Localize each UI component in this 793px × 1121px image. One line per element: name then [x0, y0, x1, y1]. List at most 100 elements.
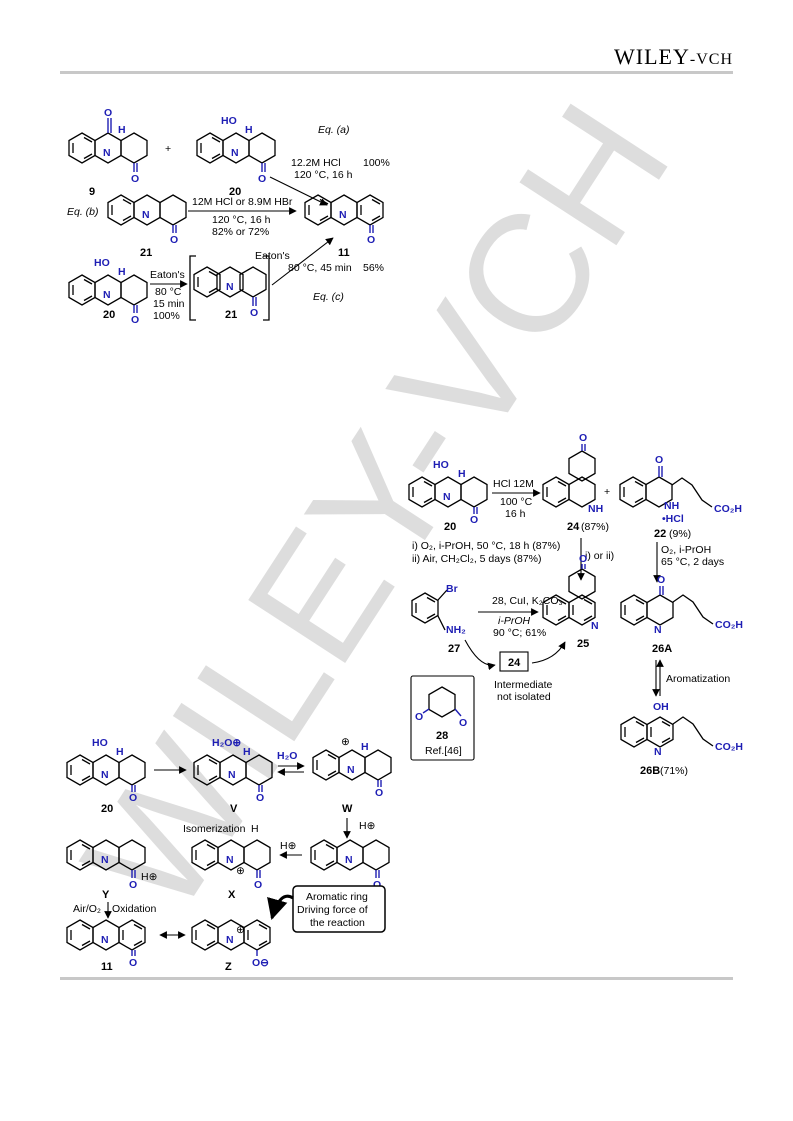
label-9: 9 [89, 186, 95, 198]
cu-cond-a: 28, CuI, K₂CO₃ [492, 595, 563, 607]
mech-label-Y: Y [102, 889, 110, 901]
scheme-mechanism: HO H N O 20 H₂O⊕ H N O V H₂O ⊕ [66, 736, 392, 973]
ox3a: O₂, i-PrOH [661, 544, 711, 556]
svg-text:O: O [470, 514, 478, 526]
svg-text:H: H [116, 746, 124, 758]
svg-text:N: N [443, 491, 451, 503]
publisher-main: WILEY [614, 44, 690, 69]
compound-26A-structure: O N CO₂H [620, 574, 743, 636]
label-28: 28 [436, 730, 448, 742]
mech-label-11: 11 [101, 961, 113, 973]
svg-text:H: H [361, 741, 369, 753]
svg-text:H: H [458, 468, 466, 480]
svg-text:H: H [243, 746, 251, 758]
atom-hcl: •HCl [662, 513, 684, 525]
svg-text:N: N [231, 147, 239, 159]
svg-text:H: H [118, 266, 126, 278]
cond-c2: 80 °C [155, 286, 182, 298]
mech-label-W: W [342, 803, 353, 815]
label-20-eqc: 20 [103, 309, 115, 321]
watermark-text: WILEY-VCH [48, 72, 706, 944]
compound-20-structure-eqc: HO H N O [68, 257, 148, 326]
cond1b: 100 °C [500, 496, 533, 508]
scheme-top: O N H O 9 + HO H N O 20 Eq. (a) 12.2M HC… [67, 107, 390, 326]
mech-11-structure: N O [66, 919, 146, 969]
svg-text:O: O [367, 234, 375, 246]
mech-label-20: 20 [101, 803, 113, 815]
cond-b2: 120 °C, 16 h [212, 214, 271, 226]
svg-text:HO: HO [94, 257, 110, 269]
h-plus-Y: H⊕ [141, 871, 158, 883]
mech-20-structure: HO H N O [66, 737, 146, 804]
mech-label-X: X [228, 889, 236, 901]
cu-cond-b: i-PrOH [498, 615, 530, 627]
label-21-eqc: 21 [225, 309, 237, 321]
cond1c: 16 h [505, 508, 526, 520]
svg-text:N: N [226, 854, 234, 866]
isomerization-label: Isomerization [183, 823, 246, 835]
mech-W-structure: ⊕ H N O [312, 736, 392, 799]
plus-right: + [604, 486, 610, 498]
svg-text:O: O [459, 717, 467, 729]
atom-nh2: NH₂ [446, 624, 466, 636]
label-22: 22 [654, 528, 666, 540]
compound-25-structure: O N [542, 553, 599, 632]
air-ox-label: Air/O₂ [73, 903, 101, 915]
svg-text:O: O [170, 234, 178, 246]
label-24-box: 24 [508, 657, 521, 669]
label-26B: 26B [640, 765, 660, 777]
label-25: 25 [577, 638, 589, 650]
ox-cond-1: i) O₂, i-PrOH, 50 °C, 18 h (87%) [412, 540, 560, 552]
svg-text:N: N [101, 769, 109, 781]
svg-text:N: N [226, 281, 234, 293]
mech-label-Z: Z [225, 961, 232, 973]
svg-text:O: O [250, 307, 258, 319]
label-11-top: 11 [338, 247, 350, 259]
cond-b1: 12M HCl or 8.9M HBr [192, 196, 293, 208]
svg-text:HO: HO [92, 737, 108, 749]
mech-label-V: V [230, 803, 238, 815]
svg-text:⊕: ⊕ [341, 736, 350, 748]
label-27: 27 [448, 643, 460, 655]
compound-21-structure-top: N O [107, 194, 187, 246]
svg-text:N: N [347, 764, 355, 776]
intermediate-2: not isolated [497, 691, 551, 703]
oxidation-label: Oxidation [112, 903, 157, 915]
svg-text:O: O [131, 173, 139, 185]
compound-11-structure-top: N O [304, 194, 384, 246]
svg-text:N: N [654, 746, 662, 758]
eq-a-label: Eq. (a) [318, 124, 350, 136]
label-26A: 26A [652, 643, 672, 655]
svg-text:⊕: ⊕ [236, 865, 245, 877]
publisher-logo: WILEY-VCH [614, 44, 733, 70]
svg-text:HO: HO [433, 459, 449, 471]
cu-cond-c: 90 °C; 61% [493, 627, 546, 639]
svg-text:O: O [258, 173, 266, 185]
plus-top: + [165, 143, 171, 155]
svg-text:O: O [129, 792, 137, 804]
svg-text:CO₂H: CO₂H [715, 741, 743, 753]
mech-Y-structure: N O [66, 839, 146, 891]
box-line-1: Aromatic ring [306, 891, 368, 903]
mech-Z-structure: N ⊕ O⊖ [191, 919, 271, 969]
intermediate-1: Intermediate [494, 679, 553, 691]
svg-text:N: N [339, 209, 347, 221]
svg-text:O: O [579, 553, 587, 565]
svg-text:N: N [226, 934, 234, 946]
cond-c3: 15 min [153, 298, 185, 310]
atom-oh: OH [653, 701, 669, 713]
svg-text:N: N [142, 209, 150, 221]
svg-text:O⊖: O⊖ [252, 957, 269, 969]
yield-a: 100% [363, 157, 390, 169]
svg-text:O: O [415, 711, 423, 723]
yield-26B: (71%) [660, 765, 688, 777]
compound-26B-structure: OH N CO₂H [620, 701, 743, 758]
eq-c-label: Eq. (c) [313, 291, 344, 303]
svg-text:O: O [104, 107, 112, 119]
svg-text:O: O [655, 454, 663, 466]
compound-20-structure-right: HO H N O [408, 459, 488, 526]
svg-text:O: O [375, 787, 383, 799]
compound-28-structure: O O [415, 686, 467, 729]
ox3b: 65 °C, 2 days [661, 556, 724, 568]
